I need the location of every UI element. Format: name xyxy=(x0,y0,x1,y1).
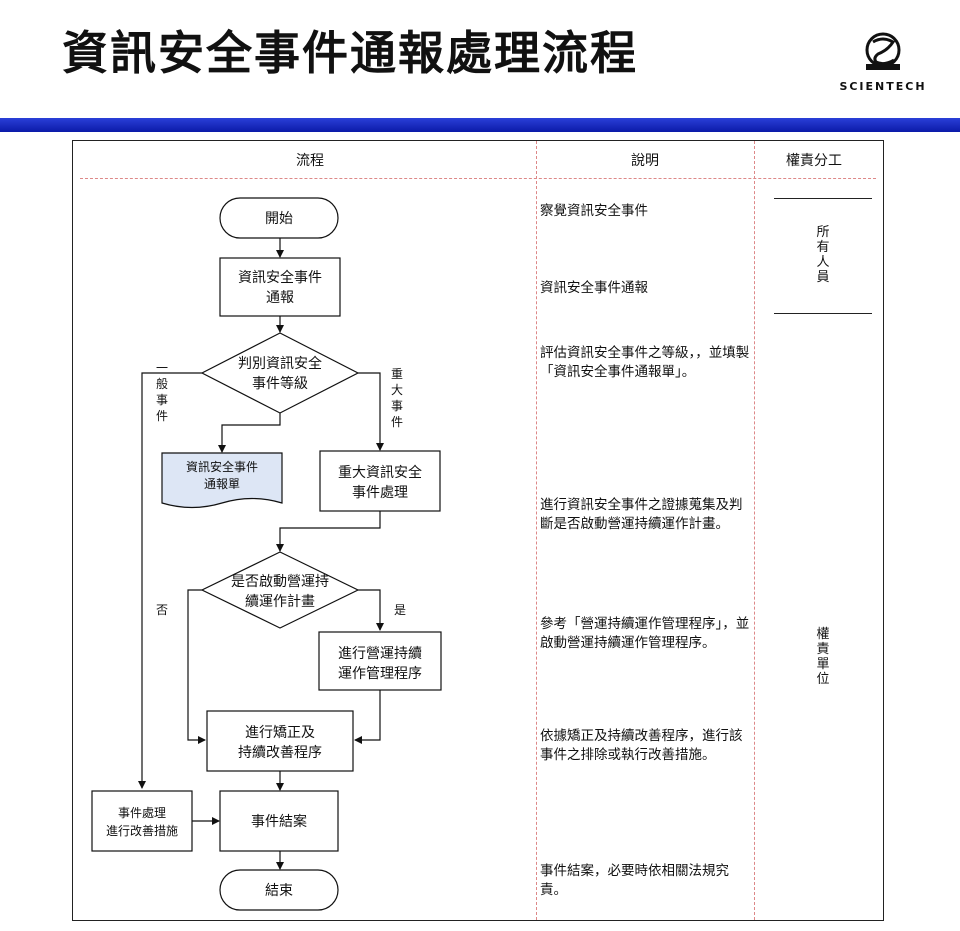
report-form-document xyxy=(161,452,283,509)
corrective-process xyxy=(206,710,354,772)
bcp-run-label-2: 運作管理程序 xyxy=(338,666,422,682)
description-evidence: 進行資訊安全事件之證據蒐集及判斷是否啟動營運持續運作計畫。 xyxy=(540,497,743,532)
logo-text: SCIENTECH xyxy=(839,80,927,93)
end-terminator xyxy=(219,869,339,911)
role-all-personnel: 所有人員 xyxy=(816,225,830,285)
bcp-management-process xyxy=(318,631,442,691)
close-label: 事件結案 xyxy=(251,813,307,830)
description-detect: 察覺資訊安全事件 xyxy=(540,203,648,219)
page-title: 資訊安全事件通報處理流程 xyxy=(62,26,638,80)
scientech-logo: SCIENTECH xyxy=(818,28,948,98)
column-divider xyxy=(754,141,755,920)
correct-label-1: 進行矯正及 xyxy=(245,725,315,741)
judge-label-2: 事件等級 xyxy=(252,375,308,392)
minor-handle-label-1: 事件處理 xyxy=(118,806,166,820)
major-incident-process xyxy=(319,450,441,512)
connector xyxy=(276,511,381,552)
doc-label-1: 資訊安全事件 xyxy=(186,459,258,474)
role-divider xyxy=(774,198,872,199)
logo-mark-icon xyxy=(865,32,901,70)
header-banner xyxy=(0,118,960,132)
description-bcp: 參考「營運持續運作管理程序」，並啟動營運持續運作管理程序。 xyxy=(540,616,750,651)
role-responsible-unit: 權責單位 xyxy=(816,627,830,687)
description-close: 事件結案，必要時依相關法規究責。 xyxy=(540,863,729,898)
bcp-run-label-1: 進行營運持續 xyxy=(338,646,422,662)
description-correct: 依據矯正及持續改善程序，進行該事件之排除或執行改善措施。 xyxy=(540,728,743,763)
judge-decision xyxy=(200,332,360,414)
major-handle-label-2: 事件處理 xyxy=(352,485,408,501)
judge-label-1: 判別資訊安全 xyxy=(238,355,322,372)
role-divider xyxy=(774,313,872,314)
correct-label-2: 持續改善程序 xyxy=(238,745,322,761)
flowchart-table xyxy=(72,140,884,921)
connector xyxy=(187,589,206,744)
start-terminator xyxy=(219,197,339,239)
report-process xyxy=(219,257,341,317)
report-label-1: 資訊安全事件 xyxy=(238,269,322,286)
end-label: 結束 xyxy=(265,883,293,899)
start-label: 開始 xyxy=(265,211,293,227)
minor-handle-label-2: 進行改善措施 xyxy=(106,823,178,838)
minor-handling-process xyxy=(91,790,193,852)
header-separator xyxy=(80,178,876,179)
description-assess: 評估資訊安全事件之等級，，並填製「資訊安全事件通報單」。 xyxy=(540,345,750,380)
bcp-decision xyxy=(200,551,360,629)
connector xyxy=(218,413,281,453)
connector xyxy=(354,690,381,744)
yes-label: 是 xyxy=(394,603,406,617)
bcp-decision-label-2: 續運作計畫 xyxy=(245,594,315,610)
header-flow: 流程 xyxy=(296,153,324,169)
header-description: 說明 xyxy=(631,153,659,169)
bcp-decision-label-1: 是否啟動營運持 xyxy=(231,574,329,590)
doc-label-2: 通報單 xyxy=(204,477,240,491)
close-process xyxy=(219,790,339,852)
connector xyxy=(358,589,384,631)
connector xyxy=(358,372,384,451)
major-handle-label-1: 重大資訊安全 xyxy=(338,464,422,481)
connector xyxy=(138,372,202,789)
general-incident-label: 一般事件 xyxy=(156,361,168,423)
no-label: 否 xyxy=(156,603,168,617)
description-report: 資訊安全事件通報 xyxy=(540,280,648,296)
header-responsibility: 權責分工 xyxy=(786,153,842,169)
major-incident-label: 重大事件 xyxy=(391,367,403,429)
column-divider xyxy=(536,141,537,920)
report-label-2: 通報 xyxy=(266,290,294,306)
